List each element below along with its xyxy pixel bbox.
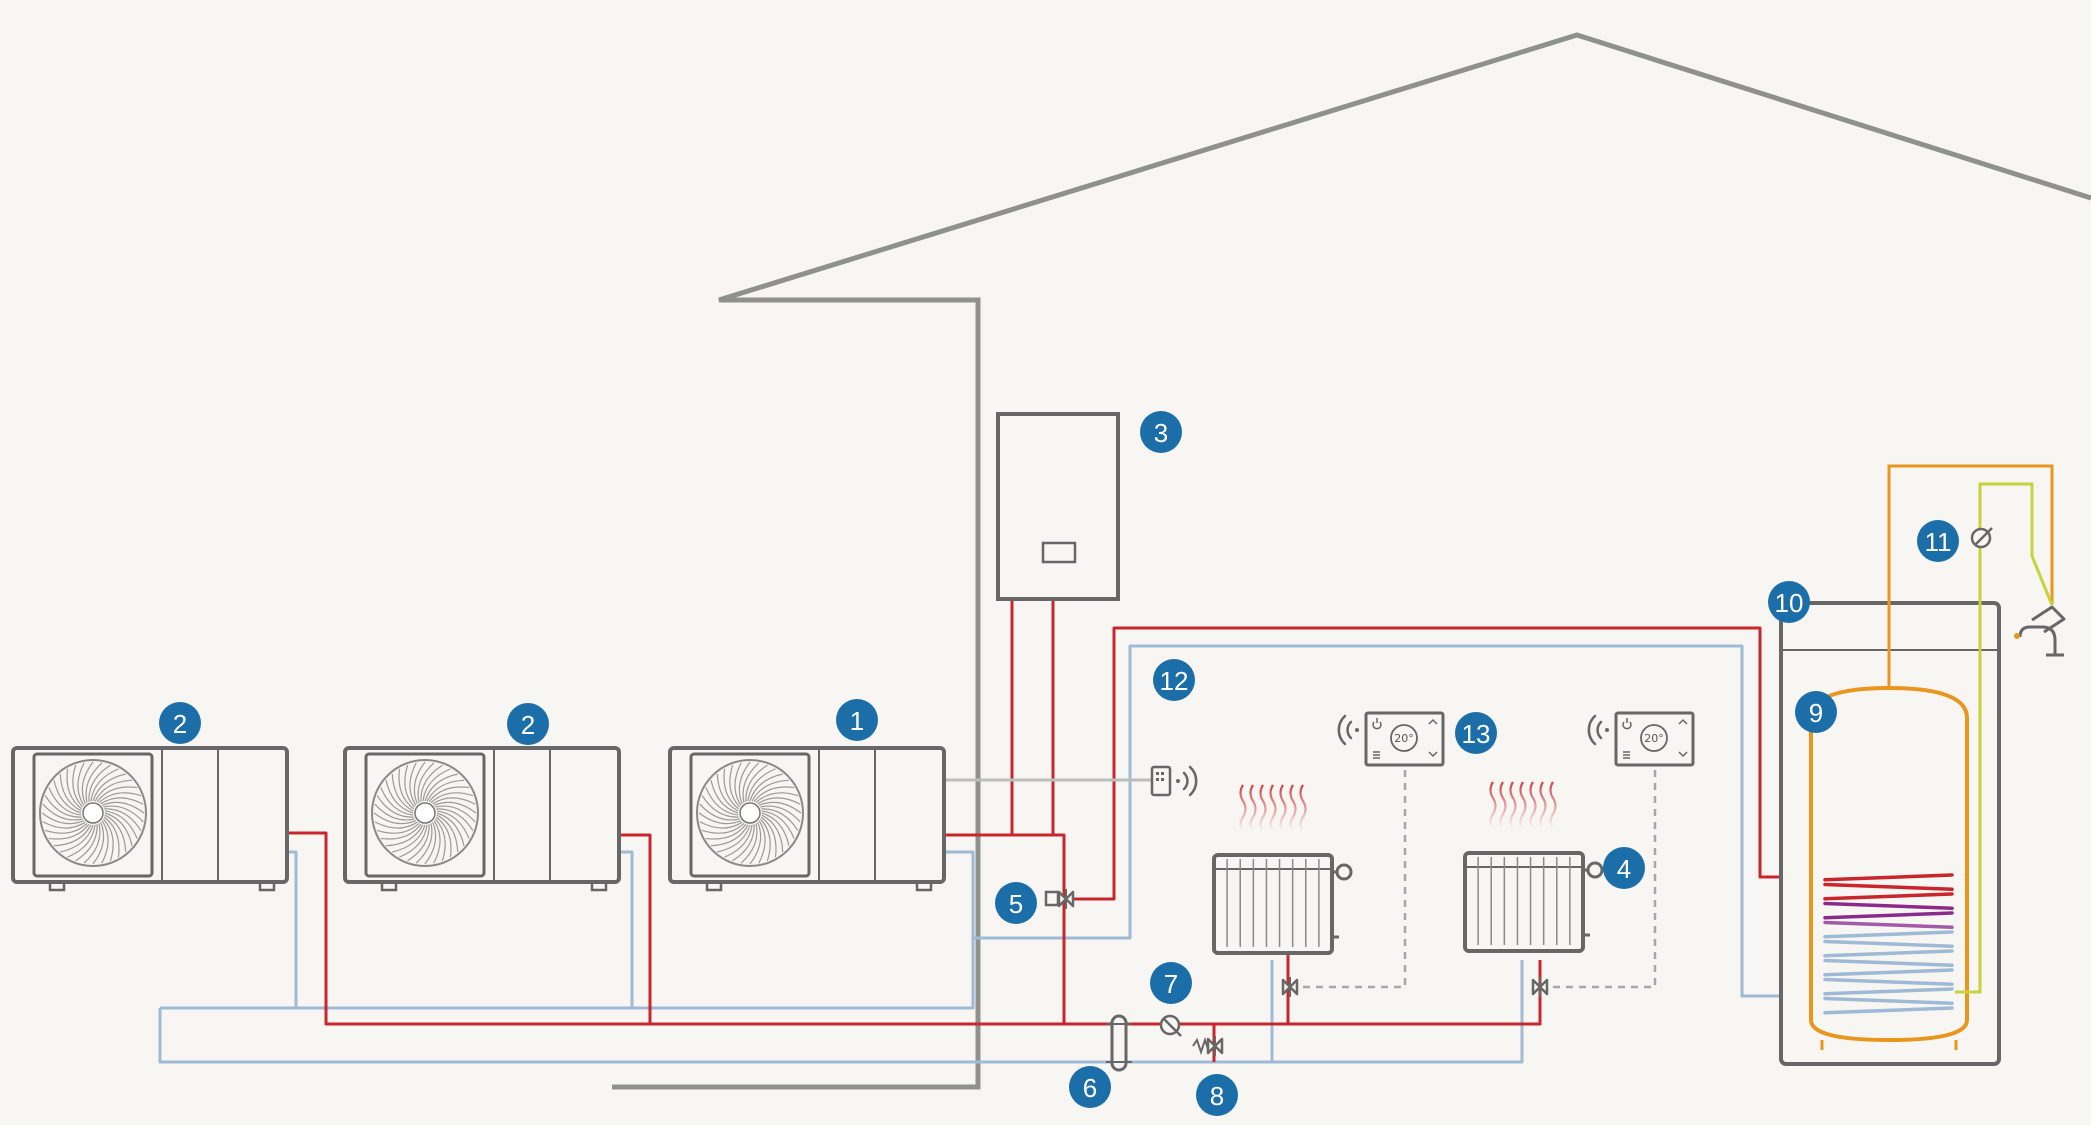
- menu-icon: [1623, 751, 1630, 759]
- badge-label: 2: [173, 709, 187, 739]
- radiator-right: [1463, 851, 1604, 953]
- house-outline: [612, 32, 2091, 1090]
- fan-icon: [696, 759, 804, 867]
- thermostat-left: 20°: [1337, 711, 1445, 767]
- thermostat-right: 20°: [1587, 711, 1695, 767]
- flow-pipe-unit1: [945, 833, 1066, 1024]
- wireless-signal-icon: [1587, 714, 1609, 746]
- outdoor-unit-2a: [11, 746, 289, 892]
- badge-6: 6: [1069, 1066, 1111, 1108]
- fan-icon: [371, 759, 479, 867]
- valve-icon: [1531, 977, 1549, 997]
- badge-8: 8: [1196, 1074, 1238, 1116]
- thermostat-left-display: 20°: [1394, 732, 1414, 745]
- return-pipe-dhw: [973, 644, 1842, 998]
- power-icon: [1622, 718, 1632, 730]
- return-pipes: [158, 644, 1842, 1064]
- return-pipe-unit2a: [288, 850, 298, 1008]
- chevron-down-icon: [1678, 751, 1688, 758]
- badge-label: 10: [1775, 588, 1804, 618]
- outdoor-unit-2b: [343, 746, 621, 892]
- heating-coil: [1823, 873, 1954, 1015]
- badge-label: 5: [1009, 889, 1023, 919]
- power-icon: [1372, 718, 1382, 730]
- dhw-tank: [1779, 464, 2054, 1066]
- badge-label: 7: [1164, 969, 1178, 999]
- outdoor-unit-1: [668, 746, 946, 892]
- chevron-up-icon: [1678, 718, 1688, 725]
- safety-valve: [1192, 1036, 1224, 1056]
- wireless-signal-icon: [1176, 765, 1198, 797]
- badge-3: 3: [1140, 411, 1182, 453]
- badge-5: 5: [995, 882, 1037, 924]
- badge-label: 13: [1462, 719, 1491, 749]
- pump-icon: [1970, 527, 1993, 549]
- hot-water-pipe: [1887, 464, 2054, 688]
- badge-label: 9: [1809, 698, 1823, 728]
- menu-icon: [1373, 751, 1380, 759]
- control-line-right: [1550, 770, 1657, 989]
- heat-wave-icon: [1489, 781, 1557, 829]
- badge-label: 12: [1160, 666, 1189, 696]
- return-pipe-unit2b: [620, 850, 634, 1008]
- wireless-signal-icon: [1337, 714, 1359, 746]
- valve-icon: [1281, 977, 1299, 997]
- badge-label: 1: [850, 706, 864, 736]
- badge-label: 11: [1925, 527, 1952, 557]
- chevron-up-icon: [1428, 718, 1438, 725]
- badge-1: 1: [836, 699, 878, 741]
- pump-icon: [1159, 1014, 1182, 1037]
- controller: [1150, 765, 1198, 797]
- control-line-left: [1300, 770, 1407, 989]
- fan-icon: [39, 759, 147, 867]
- tap-icon: [2014, 605, 2066, 657]
- badge-10: 10: [1768, 581, 1810, 623]
- valve-icon: [1206, 1036, 1224, 1056]
- badge-13: 13: [1455, 712, 1497, 754]
- badge-label: 4: [1617, 854, 1631, 884]
- badges: 2 2 1 3 12 13 4 5 7 6 8 9 10 11: [159, 411, 1959, 1116]
- hydraulic-separator: [1106, 1014, 1132, 1072]
- heat-wave-icon: [1239, 784, 1307, 832]
- mixing-valve-5: [1044, 889, 1075, 909]
- badge-label: 6: [1083, 1073, 1097, 1103]
- thermostat-right-display: 20°: [1644, 732, 1664, 745]
- badge-2b: 2: [507, 703, 549, 745]
- return-pipe-main-top: [160, 850, 975, 1010]
- badge-label: 2: [521, 710, 535, 740]
- badge-9: 9: [1795, 691, 1837, 733]
- return-pipe-main: [158, 960, 1524, 1064]
- valve-icon: [1057, 889, 1075, 909]
- dhw-inner-tank: [1809, 685, 1969, 1043]
- radiator-left: [1212, 853, 1353, 955]
- badge-2a: 2: [159, 702, 201, 744]
- badge-7: 7: [1150, 962, 1192, 1004]
- chevron-down-icon: [1428, 751, 1438, 758]
- flow-pipe-unit2b: [620, 833, 652, 1024]
- badge-12: 12: [1153, 659, 1195, 701]
- badge-4: 4: [1603, 847, 1645, 889]
- control-lines: [1300, 770, 1657, 989]
- badge-label: 8: [1210, 1081, 1224, 1111]
- badge-label: 3: [1154, 418, 1168, 448]
- flow-pipe-main: [288, 831, 1542, 1026]
- wall-boiler: [996, 412, 1120, 601]
- cold-water-pipe: [1955, 482, 2054, 994]
- badge-11: 11: [1917, 520, 1959, 562]
